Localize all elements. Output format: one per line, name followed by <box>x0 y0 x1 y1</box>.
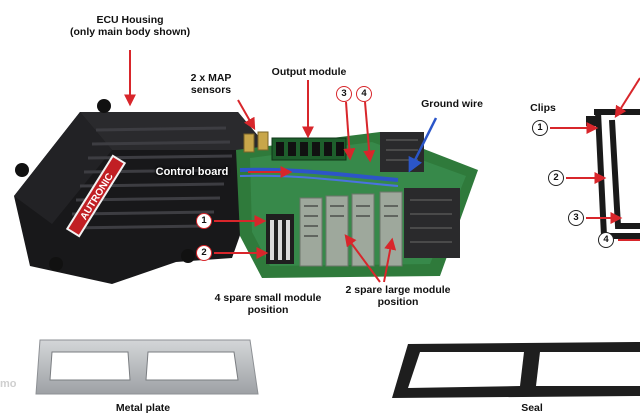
seal-label: Seal <box>521 402 543 414</box>
large-module-arrow-a <box>344 234 381 283</box>
clip-badge-1: 1 <box>532 120 548 136</box>
ecu-housing-title: ECU Housing <box>96 14 164 26</box>
small-module-line-1: 4 spare small module <box>214 292 322 304</box>
callout-badge-board-1: 1 <box>196 213 212 229</box>
clip-badge-4: 4 <box>598 232 614 248</box>
output-module-label: Output module <box>271 66 347 78</box>
metal-plate <box>35 339 259 395</box>
ecu-housing-note: (only main body shown) <box>70 26 191 38</box>
large-module-line-2: position <box>377 296 419 308</box>
ground-wire-label: Ground wire <box>421 98 483 110</box>
map-sensors-line-2: sensors <box>190 84 232 96</box>
map-sensors-label: 2 x MAP sensors <box>176 72 246 96</box>
ecu-housing <box>14 99 270 284</box>
callout-arrows <box>124 50 640 283</box>
callout-badge-3: 3 <box>336 86 352 102</box>
ecu-housing-label: ECU Housing (only main body shown) <box>70 14 190 38</box>
map-sensors-line-1: 2 x MAP <box>190 72 232 84</box>
callout-3-line <box>343 101 356 161</box>
ground-wire-arrow <box>408 117 438 173</box>
large-module-label: 2 spare large module position <box>328 284 468 308</box>
map-sensors-arrow <box>237 99 256 131</box>
callout-badge-4: 4 <box>356 86 372 102</box>
clips-label: Clips <box>530 102 556 114</box>
large-module-arrow-b <box>383 237 397 283</box>
callout-4-line <box>363 101 376 163</box>
metal-plate-label: Metal plate <box>115 402 171 414</box>
clip-badge-2: 2 <box>548 170 564 186</box>
clips-top-arrow <box>614 77 640 119</box>
watermark: mo <box>0 378 17 390</box>
callout-badge-board-2: 2 <box>196 245 212 261</box>
small-module-line-2: position <box>247 304 289 316</box>
clip-badge-3: 3 <box>568 210 584 226</box>
control-board-label: Control board <box>155 166 229 178</box>
control-board <box>236 131 478 278</box>
seal <box>392 342 640 398</box>
large-module-line-1: 2 spare large module <box>345 284 451 296</box>
small-module-label: 4 spare small module position <box>198 292 338 316</box>
